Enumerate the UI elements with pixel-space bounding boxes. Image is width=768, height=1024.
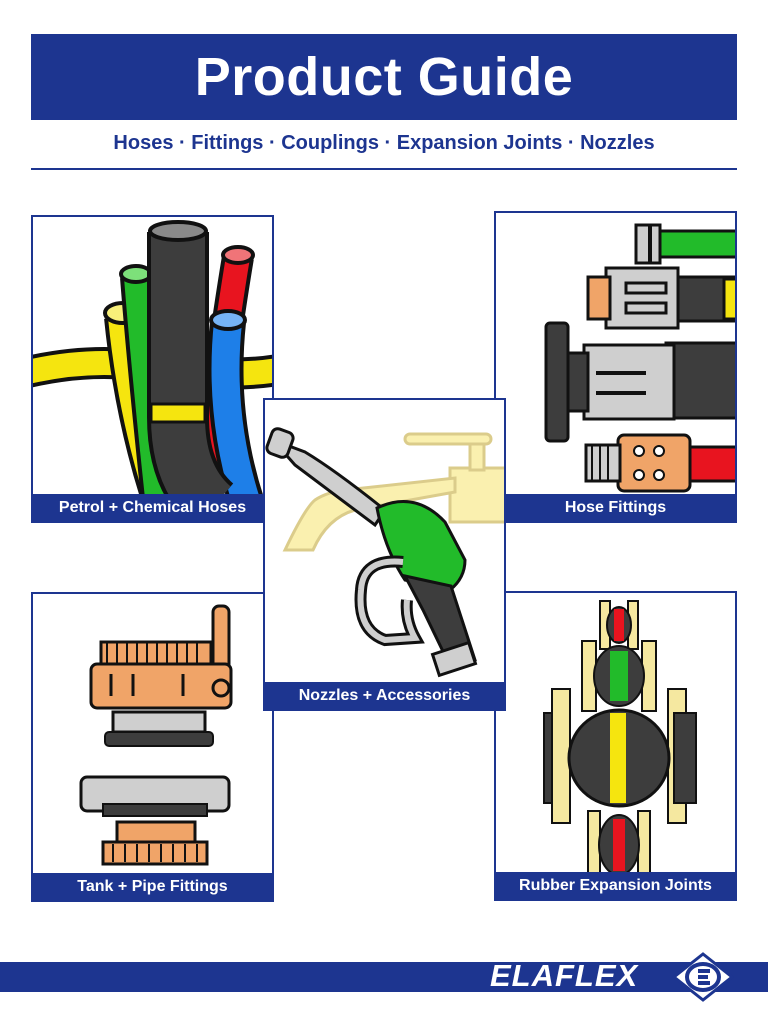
- card-label: Nozzles + Accessories: [265, 682, 504, 709]
- header-banner: Product Guide: [31, 34, 737, 120]
- fuel-nozzle-icon: [265, 427, 504, 678]
- elaflex-emblem-icon: [672, 952, 734, 1002]
- card-rubber-expansion-joints[interactable]: Rubber Expansion Joints: [494, 591, 737, 901]
- tank-coupling-icon: [79, 604, 233, 866]
- card-label: Tank + Pipe Fittings: [33, 873, 272, 900]
- expansion-joint-icon: [543, 600, 697, 877]
- card-tank-pipe-fittings[interactable]: Tank + Pipe Fittings: [31, 592, 274, 902]
- card-label: Petrol + Chemical Hoses: [33, 494, 272, 521]
- hose-fittings-icon: [544, 223, 735, 493]
- elaflex-logo-text[interactable]: ELAFLEX: [490, 958, 639, 993]
- card-label: Rubber Expansion Joints: [496, 872, 735, 899]
- hoses-icon: [33, 220, 272, 499]
- card-label: Hose Fittings: [496, 494, 735, 521]
- page-title: Product Guide: [194, 47, 574, 107]
- product-categories-subtitle: Hoses · Fittings · Couplings · Expansion…: [113, 132, 655, 154]
- header-divider: [31, 168, 737, 170]
- footer-bar: [0, 962, 768, 992]
- card-petrol-chemical-hoses[interactable]: Petrol + Chemical Hoses: [31, 215, 274, 523]
- card-hose-fittings[interactable]: Hose Fittings: [494, 211, 737, 523]
- card-nozzles-accessories[interactable]: Nozzles + Accessories: [263, 398, 506, 711]
